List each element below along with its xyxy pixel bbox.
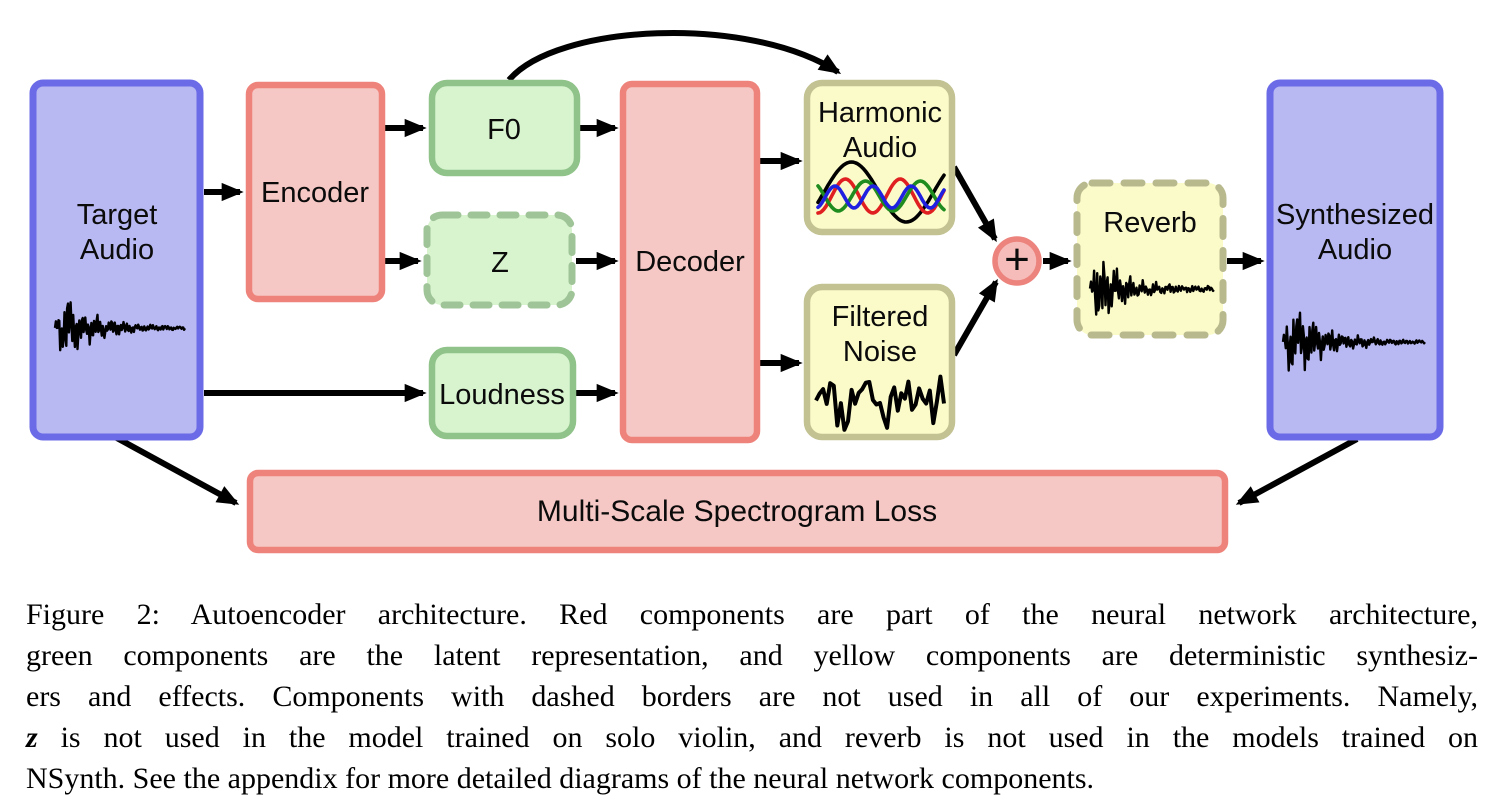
waveforms: [53, 160, 1426, 432]
z-box: [423, 211, 576, 309]
filtered-noise-label-2: Noise: [843, 336, 917, 368]
arrow-filtered-noise-to-sum: [951, 278, 999, 357]
caption-line-1: Figure 2: Autoencoder architecture. Red …: [26, 598, 1478, 631]
reverb-waveform-icon: [1088, 260, 1215, 316]
caption-line-4-text: is not used in the model trained on solo…: [37, 721, 1478, 754]
target-audio-box: [29, 79, 204, 441]
sum-plus-icon: +: [1004, 235, 1030, 284]
caption-z-symbol: z: [26, 721, 38, 754]
caption-line-4: z is not used in the model trained on so…: [26, 717, 1478, 758]
decoder-label: Decoder: [635, 246, 745, 278]
harmonic-sine-blue-icon: [816, 184, 946, 210]
reverb-box: [1073, 179, 1227, 339]
harmonic-sine-red-icon: [816, 177, 946, 215]
synthesized-waveform-icon: [1281, 311, 1426, 372]
caption-line-2: green components are the latent represen…: [26, 639, 1478, 672]
f0-box: [428, 79, 581, 177]
target-audio-label-1: Target: [77, 199, 158, 231]
filtered-noise-label-1: Filtered: [832, 301, 929, 333]
loss-box: [246, 469, 1229, 554]
caption-line-3: ers and effects. Components with dashed …: [26, 680, 1478, 713]
arrow-synthesized-to-loss: [1235, 436, 1359, 506]
figure-caption: Figure 2: Autoencoder architecture. Red …: [0, 594, 1504, 799]
sum-node: [992, 236, 1042, 286]
arrow-f0-to-harmonic-curve: [506, 30, 842, 82]
harmonic-audio-label-1: Harmonic: [818, 97, 942, 129]
z-label: Z: [491, 247, 509, 279]
arrow-harmonic-to-sum: [951, 165, 998, 243]
caption-line-5: NSynth. See the appendix for more detail…: [26, 762, 1095, 795]
arrow-target-to-loss: [113, 434, 240, 506]
target-waveform-icon: [53, 301, 187, 352]
encoder-box: [245, 81, 386, 303]
loudness-label: Loudness: [439, 379, 565, 411]
reverb-label: Reverb: [1103, 207, 1197, 239]
boxes: [29, 79, 1444, 554]
filtered-noise-waveform-icon: [814, 374, 946, 432]
loudness-box: [428, 346, 577, 440]
decoder-box: [619, 80, 761, 444]
encoder-label: Encoder: [261, 177, 369, 209]
loss-label: Multi-Scale Spectrogram Loss: [537, 495, 937, 528]
labels: Target Audio Encoder F0 Z Loudness Decod…: [77, 97, 1434, 528]
target-audio-label-2: Audio: [80, 234, 154, 266]
synthesized-audio-label-1: Synthesized: [1276, 199, 1434, 231]
synthesized-audio-label-2: Audio: [1318, 234, 1392, 266]
autoencoder-architecture-diagram: Target Audio Encoder F0 Z Loudness Decod…: [29, 30, 1444, 554]
arrows: [113, 30, 1359, 506]
harmonic-sine-green-icon: [816, 179, 946, 213]
f0-label: F0: [487, 114, 521, 146]
harmonic-audio-label-2: Audio: [843, 132, 917, 164]
